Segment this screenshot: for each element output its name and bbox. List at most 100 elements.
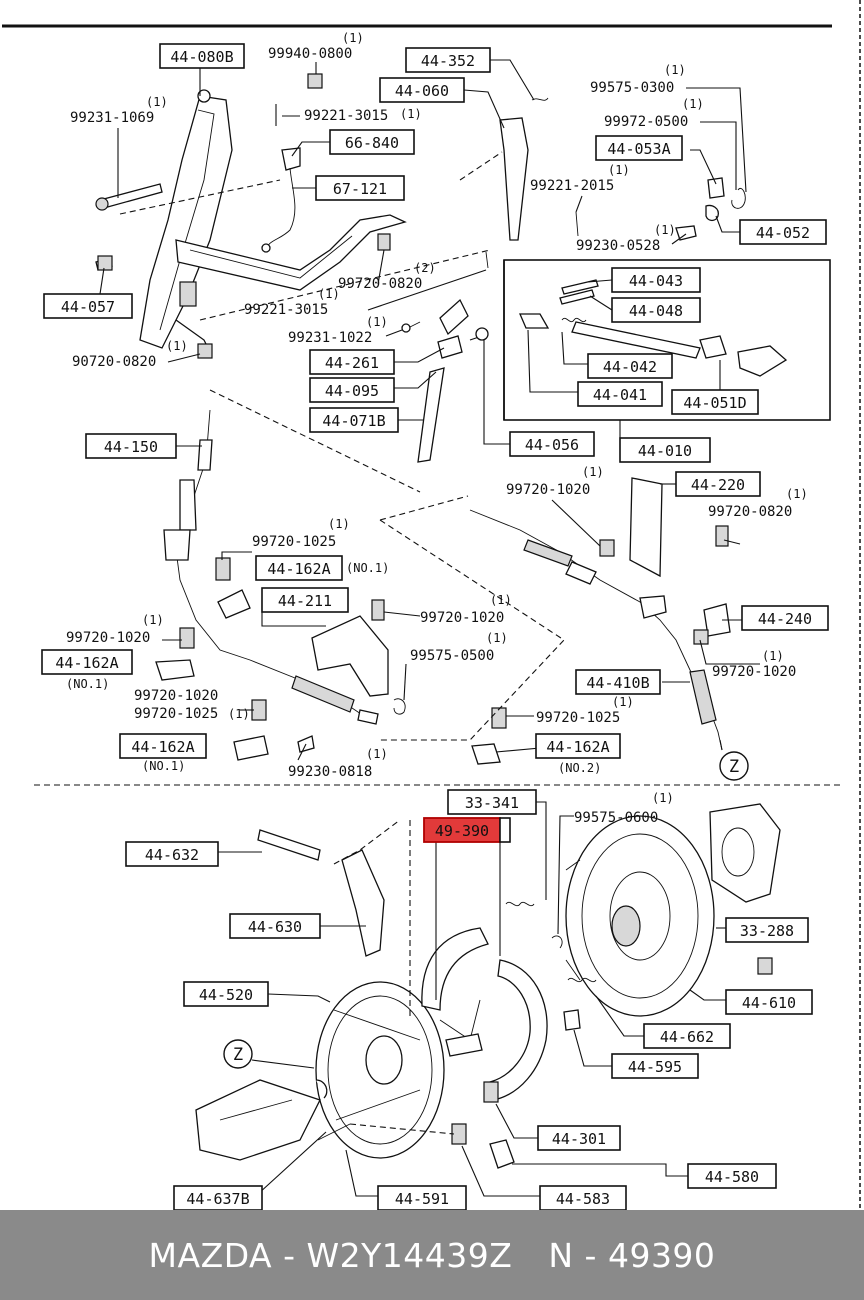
text-99720-1020-e[interactable]: 99720-1020 [134,688,218,704]
text-99230-0818[interactable]: 99230-0818 [288,764,372,780]
label-66-840[interactable]: 66-840 [329,129,415,155]
label-44-637B[interactable]: 44-637B [173,1185,263,1210]
text-99720-1020-c[interactable]: 99720-1020 [66,630,150,646]
qty-99231-1022: (1) [366,315,388,329]
front-cable-drawing [163,409,379,725]
text-99940-0800[interactable]: 99940-0800 [268,46,352,62]
text-99230-0528[interactable]: 99230-0528 [576,238,660,254]
label-44-048[interactable]: 44-048 [611,297,701,323]
svg-text:44-162A: 44-162A [546,738,609,756]
label-44-042[interactable]: 44-042 [587,353,673,379]
text-99720-1025-a[interactable]: 99720-1025 [252,534,336,550]
label-49-390-highlighted[interactable]: 49-390 [423,817,511,843]
label-44-080B[interactable]: 44-080B [159,43,245,69]
svg-text:44-583: 44-583 [556,1190,610,1208]
svg-text:44-220: 44-220 [691,476,745,494]
part-info-footer: MAZDA - W2Y14439Z N - 49390 [0,1210,864,1300]
label-44-220[interactable]: 44-220 [675,471,761,497]
qty-99720-0820-b: (1) [786,487,808,501]
qty-99575-0600: (1) [652,791,674,805]
label-44-583[interactable]: 44-583 [539,1185,627,1210]
label-44-632[interactable]: 44-632 [125,841,219,867]
label-44-051D[interactable]: 44-051D [671,389,759,415]
text-99221-3015-b[interactable]: 99221-3015 [244,302,328,318]
svg-text:44-410B: 44-410B [586,674,649,692]
label-44-052[interactable]: 44-052 [739,219,827,245]
label-33-288[interactable]: 33-288 [725,917,809,943]
label-67-121[interactable]: 67-121 [315,175,405,201]
text-99221-3015-a[interactable]: 99221-3015 [304,108,388,124]
svg-text:44-060: 44-060 [395,82,449,100]
text-99720-1025-b[interactable]: 99720-1025 [134,706,218,722]
qty-99575-0500: (1) [486,631,508,645]
label-44-162A-1[interactable]: 44-162A [255,555,343,581]
label-44-580[interactable]: 44-580 [687,1163,777,1189]
text-99720-1020-a[interactable]: 99720-1020 [506,482,590,498]
qty-99720-1020-b: (1) [490,593,512,607]
text-99221-2015[interactable]: 99221-2015 [530,178,614,194]
text-99720-0820-b[interactable]: 99720-0820 [708,504,792,520]
svg-text:44-630: 44-630 [248,918,302,936]
qty-99720-0820-a: (2) [414,261,436,275]
svg-text:44-240: 44-240 [758,610,812,628]
text-90720-0820[interactable]: 90720-0820 [72,354,156,370]
label-44-162A-3[interactable]: 44-162A [119,733,207,759]
text-no2: (NO.2) [558,761,601,775]
text-99231-1069[interactable]: 99231-1069 [70,110,154,126]
text-99575-0600[interactable]: 99575-0600 [574,810,658,826]
label-44-301[interactable]: 44-301 [537,1125,621,1151]
label-44-071B[interactable]: 44-071B [309,407,399,433]
label-44-240[interactable]: 44-240 [741,605,829,631]
label-44-162A-4[interactable]: 44-162A [535,733,621,759]
svg-text:33-288: 33-288 [740,922,794,940]
text-99231-1022[interactable]: 99231-1022 [288,330,372,346]
label-44-662[interactable]: 44-662 [643,1023,731,1049]
text-99972-0500[interactable]: 99972-0500 [604,114,688,130]
svg-text:44-162A: 44-162A [55,654,118,672]
label-44-060[interactable]: 44-060 [379,77,465,103]
label-44-043[interactable]: 44-043 [611,267,701,293]
qty-99231-1069: (1) [146,95,168,109]
svg-text:44-048: 44-048 [629,302,683,320]
label-44-595[interactable]: 44-595 [611,1053,699,1079]
text-99575-0500[interactable]: 99575-0500 [410,648,494,664]
label-44-211[interactable]: 44-211 [261,587,349,613]
label-44-010[interactable]: 44-010 [619,437,711,463]
label-44-041[interactable]: 44-041 [577,381,663,407]
qty-99221-3015-a: (1) [400,107,422,121]
text-99720-1025-c[interactable]: 99720-1025 [536,710,620,726]
label-44-057[interactable]: 44-057 [43,293,133,319]
svg-text:44-632: 44-632 [145,846,199,864]
label-44-053A[interactable]: 44-053A [595,135,683,161]
label-44-410B[interactable]: 44-410B [575,669,661,695]
svg-text:44-080B: 44-080B [170,48,233,66]
svg-text:44-071B: 44-071B [322,412,385,430]
parking-lever-drawing [469,97,831,421]
svg-text:44-057: 44-057 [61,298,115,316]
label-44-095[interactable]: 44-095 [309,377,395,403]
connector-z-bottom: Z [223,1039,253,1069]
label-44-610[interactable]: 44-610 [725,989,813,1015]
text-99720-0820-a[interactable]: 99720-0820 [338,276,422,292]
qty-99221-2015: (1) [608,163,630,177]
qty-99720-1025-a: (1) [328,517,350,531]
label-44-150[interactable]: 44-150 [85,433,177,459]
label-44-261[interactable]: 44-261 [309,349,395,375]
text-99720-1020-d[interactable]: 99720-1020 [712,664,796,680]
qty-99940-0800: (1) [342,31,364,45]
text-99575-0300[interactable]: 99575-0300 [590,80,674,96]
svg-text:44-637B: 44-637B [186,1190,249,1208]
text-99720-1020-b[interactable]: 99720-1020 [420,610,504,626]
rear-cable-drawing [469,477,731,751]
label-44-162A-2[interactable]: 44-162A [41,649,133,675]
label-44-591[interactable]: 44-591 [377,1185,467,1210]
qty-99720-1020-a: (1) [582,465,604,479]
qty-99720-1025-c: (1) [612,695,634,709]
label-44-630[interactable]: 44-630 [229,913,321,939]
label-44-352[interactable]: 44-352 [405,47,491,73]
label-44-056[interactable]: 44-056 [509,431,595,457]
text-no1-b: (NO.1) [66,677,109,691]
label-33-341[interactable]: 33-341 [447,789,537,815]
svg-text:44-301: 44-301 [552,1130,606,1148]
label-44-520[interactable]: 44-520 [183,981,269,1007]
